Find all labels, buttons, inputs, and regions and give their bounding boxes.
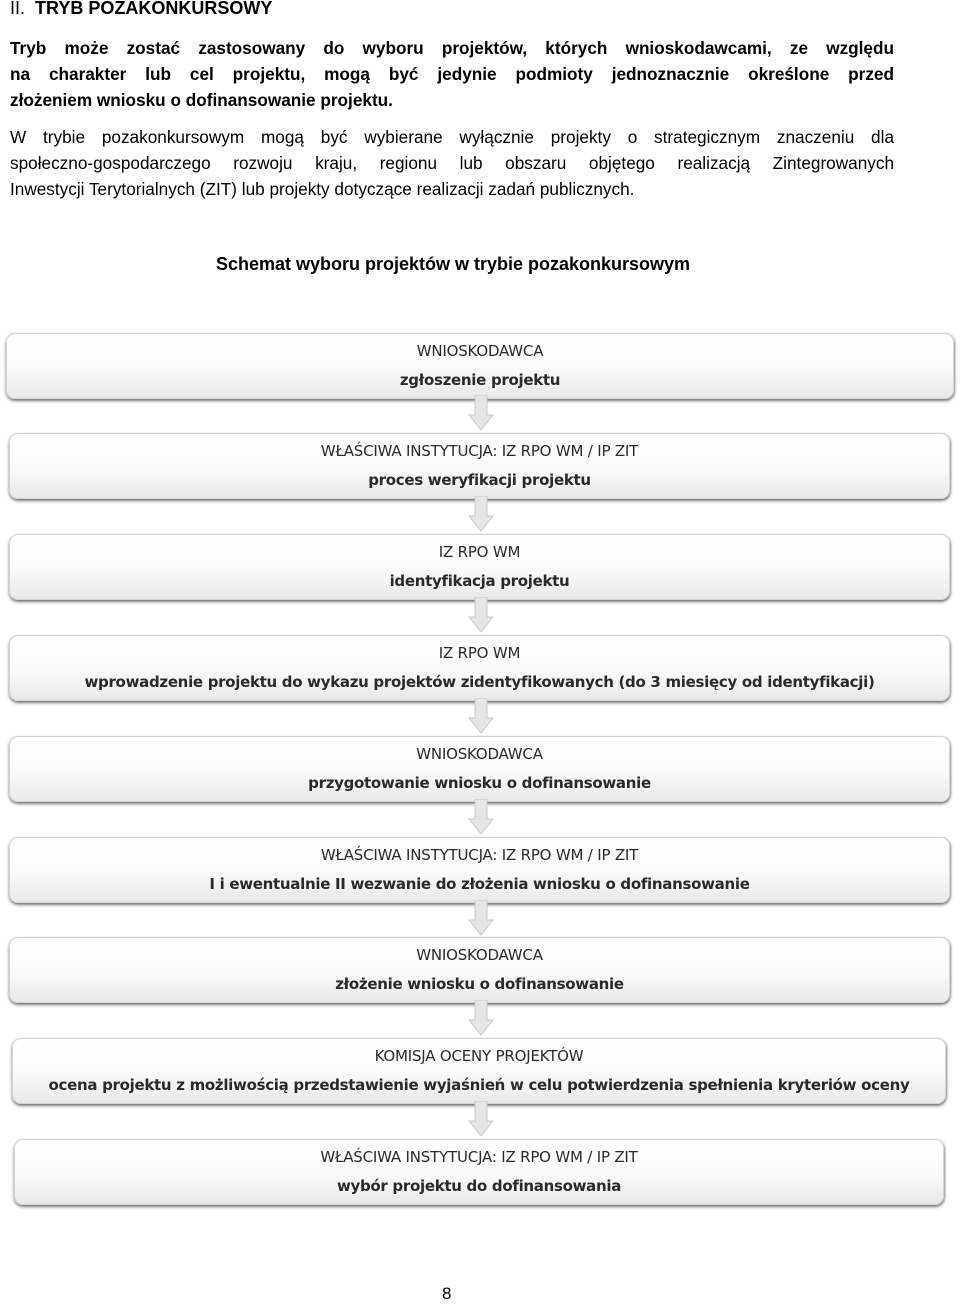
- intro-regular-line: Inwestycji Terytorialnych (ZIT) lub proj…: [10, 179, 635, 199]
- intro-bold-paragraph: Tryb może zostać zastosowany do wyboru p…: [10, 35, 894, 113]
- down-arrow-icon: [468, 900, 494, 936]
- down-arrow-icon: [468, 597, 494, 633]
- down-arrow-icon: [468, 1101, 494, 1137]
- intro-bold-line: Tryb może zostać zastosowany do wyboru p…: [10, 38, 894, 58]
- down-arrow-icon: [468, 799, 494, 835]
- section-title: TRYB POZAKONKURSOWY: [35, 0, 273, 18]
- flow-step-action: wybór projektu do dofinansowania: [336, 1177, 622, 1195]
- flow-step-role: WNIOSKODAWCA: [416, 745, 543, 763]
- intro-bold-line: na charakter lub cel projektu, mogą być …: [10, 64, 894, 84]
- flow-step-role: WNIOSKODAWCA: [416, 342, 544, 360]
- down-arrow-icon: [468, 496, 494, 532]
- flow-step-role: IZ RPO WM: [438, 644, 521, 662]
- schema-title: Schemat wyboru projektów w trybie pozako…: [215, 254, 691, 274]
- flow-step-4: IZ RPO WM wprowadzenie projektu do wykaz…: [9, 635, 950, 701]
- intro-bold-line: złożeniem wniosku o dofinansowanie proje…: [10, 90, 393, 110]
- flow-step-role: WŁAŚCIWA INSTYTUCJA: IZ RPO WM / IP ZIT: [320, 846, 639, 864]
- flow-step-2: WŁAŚCIWA INSTYTUCJA: IZ RPO WM / IP ZIT …: [9, 433, 950, 499]
- intro-regular-paragraph: W trybie pozakonkursowym mogą być wybier…: [10, 124, 894, 202]
- flow-step-action: przygotowanie wniosku o dofinansowanie: [308, 774, 651, 792]
- flow-step-6: WŁAŚCIWA INSTYTUCJA: IZ RPO WM / IP ZIT …: [9, 837, 950, 903]
- section-number: II.: [10, 0, 26, 18]
- flow-step-action: identyfikacja projektu: [389, 572, 570, 590]
- flow-step-role: WNIOSKODAWCA: [416, 946, 543, 964]
- down-arrow-icon: [468, 698, 494, 734]
- flow-step-action: zgłoszenie projektu: [399, 371, 561, 389]
- section-heading: II. TRYB POZAKONKURSOWY: [10, 0, 272, 19]
- flow-step-3: IZ RPO WM identyfikacja projektu: [9, 534, 950, 600]
- flow-step-9: WŁAŚCIWA INSTYTUCJA: IZ RPO WM / IP ZIT …: [14, 1139, 944, 1205]
- intro-regular-line: W trybie pozakonkursowym mogą być wybier…: [10, 127, 894, 147]
- flow-step-role: WŁAŚCIWA INSTYTUCJA: IZ RPO WM / IP ZIT: [320, 1148, 638, 1166]
- intro-regular-line: społeczno-gospodarczego rozwoju kraju, r…: [10, 153, 894, 173]
- flow-step-role: WŁAŚCIWA INSTYTUCJA: IZ RPO WM / IP ZIT: [320, 442, 639, 460]
- flow-step-8: KOMISJA OCENY PROJEKTÓW ocena projektu z…: [12, 1038, 946, 1104]
- down-arrow-icon: [468, 395, 494, 431]
- flow-step-1: WNIOSKODAWCA zgłoszenie projektu: [6, 333, 954, 399]
- flow-step-role: IZ RPO WM: [438, 543, 521, 561]
- page-number: 8: [442, 1284, 452, 1303]
- flow-step-action: złożenie wniosku o dofinansowanie: [335, 975, 624, 993]
- flow-step-5: WNIOSKODAWCA przygotowanie wniosku o dof…: [9, 736, 950, 802]
- flow-step-role: KOMISJA OCENY PROJEKTÓW: [374, 1047, 584, 1065]
- flow-step-action: I i ewentualnie II wezwanie do złożenia …: [209, 875, 750, 893]
- flow-step-7: WNIOSKODAWCA złożenie wniosku o dofinans…: [9, 937, 950, 1003]
- flow-step-action: proces weryfikacji projektu: [368, 471, 591, 489]
- down-arrow-icon: [468, 1000, 494, 1036]
- flow-step-action: wprowadzenie projektu do wykazu projektó…: [84, 673, 875, 691]
- flow-step-action: ocena projektu z możliwością przedstawie…: [48, 1076, 910, 1094]
